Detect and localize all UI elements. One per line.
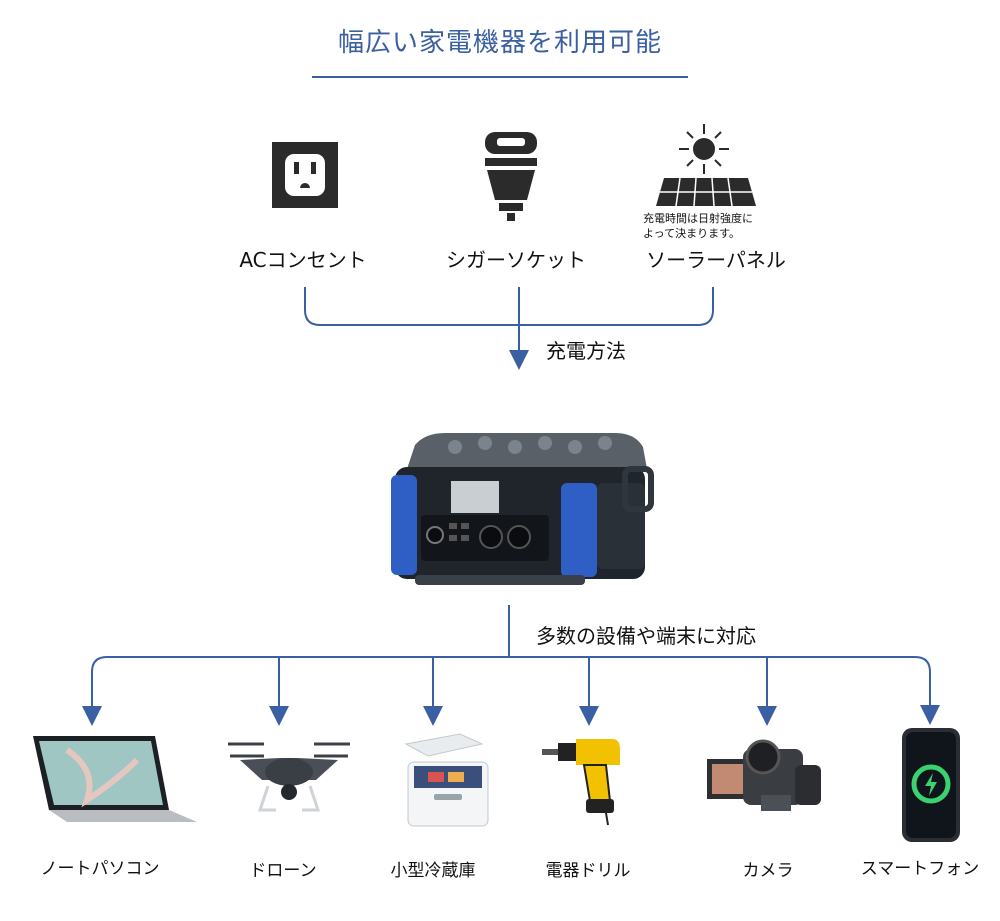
solar-note: 充電時間は日射強度に よって決まります。 [643, 211, 753, 241]
smartphone-icon [902, 728, 960, 842]
device-label-camera: カメラ [742, 861, 794, 881]
drone-icon [228, 742, 350, 812]
solar-panel-icon [656, 124, 756, 207]
electric-drill-icon [542, 739, 620, 826]
solar-note-line2: よって決まります。 [643, 227, 741, 240]
cooler-box-icon [404, 733, 489, 827]
device-label-fridge: 小型冷蔵庫 [390, 861, 476, 881]
solar-note-line1: 充電時間は日射強度に [643, 212, 753, 225]
source-label-car: シガーソケット [446, 248, 586, 272]
page-title: 幅広い家電機器を利用可能 [337, 28, 662, 58]
car-charger-icon [485, 132, 537, 221]
laptop-icon [33, 736, 197, 822]
source-label-solar: ソーラーパネル [646, 248, 786, 272]
charging-bracket [304, 287, 714, 326]
output-bracket [91, 656, 940, 725]
charging-method-label: 充電方法 [546, 339, 626, 363]
device-label-smartphone: スマートフォン [860, 859, 980, 879]
source-label-ac: ACコンセント [239, 248, 367, 272]
title-underline [312, 76, 688, 78]
device-label-drill: 電器ドリル [545, 861, 631, 881]
camcorder-icon [707, 739, 821, 811]
device-label-drone: ドローン [249, 861, 317, 881]
output-label: 多数の設備や端末に対応 [536, 624, 756, 648]
power-station-image [391, 433, 654, 585]
ac-outlet-icon [272, 142, 338, 208]
device-label-laptop: ノートパソコン [40, 859, 160, 879]
